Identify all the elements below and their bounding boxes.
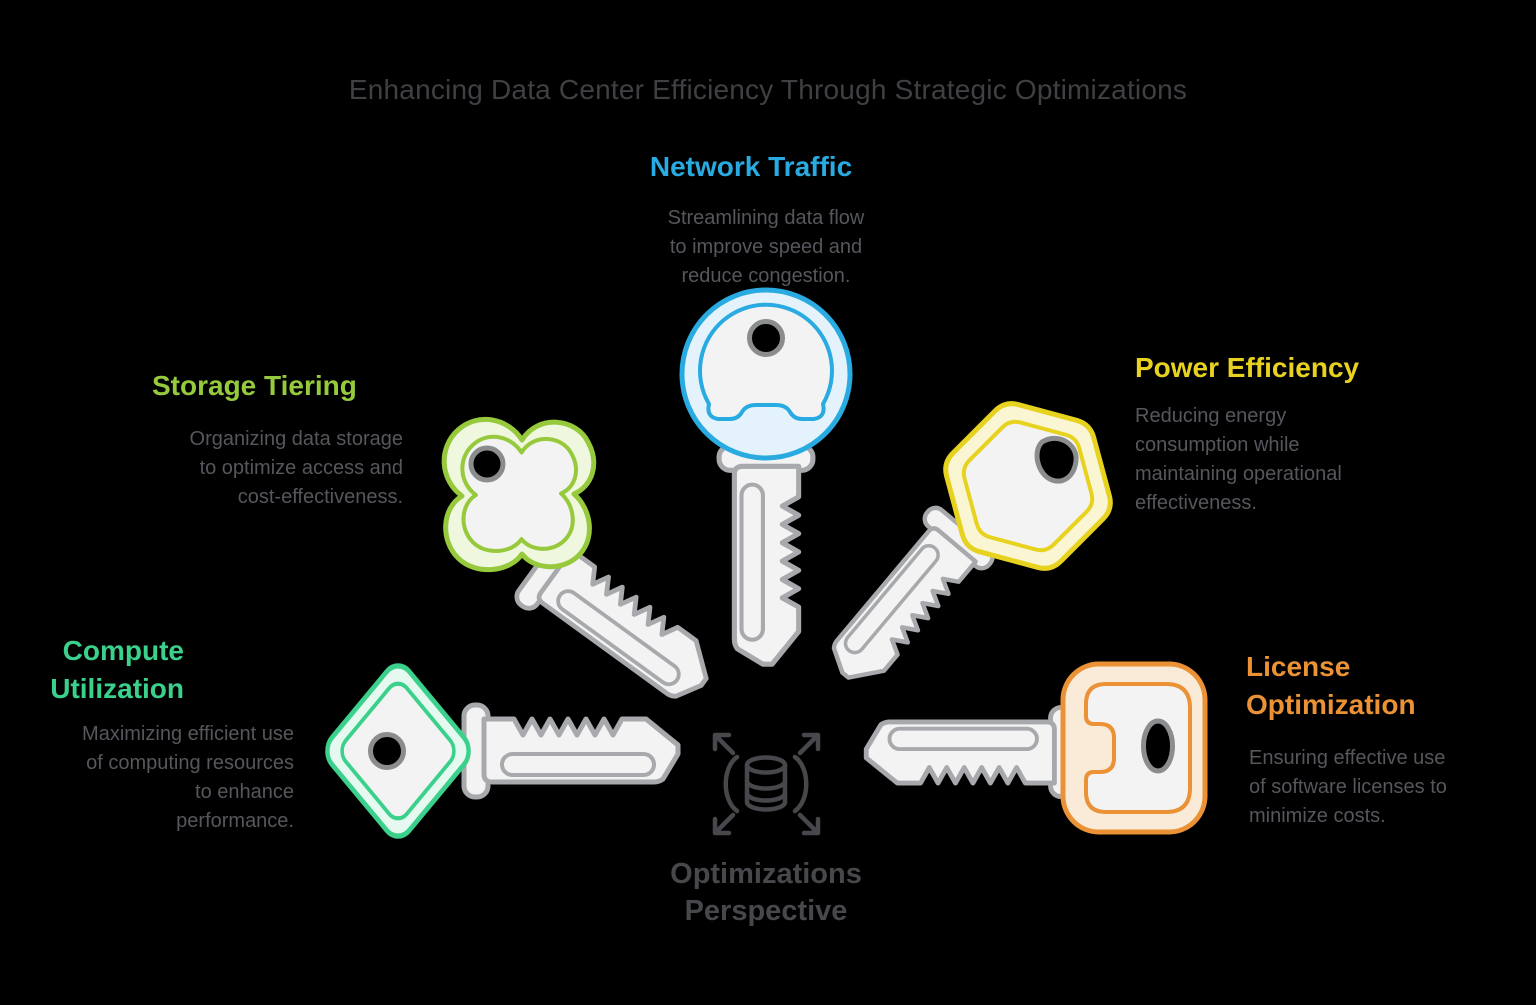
license-optimization-key-icon [866, 661, 1208, 835]
license-optimization-description: Ensuring effective use of software licen… [1249, 744, 1447, 831]
database-expand-icon [712, 732, 821, 836]
text-line: Reducing energy [1135, 405, 1287, 427]
text-line: to enhance [195, 781, 294, 803]
text-line: Utilization [50, 673, 184, 704]
text-line: Maximizing efficient use [82, 723, 294, 745]
text-line: of computing resources [86, 752, 294, 774]
license-optimization-heading: License Optimization [1246, 648, 1416, 724]
text-line: Organizing data storage [189, 428, 403, 450]
power-efficiency-key-icon [813, 404, 1110, 701]
text-line: consumption while [1135, 434, 1300, 456]
storage-tiering-description: Organizing data storage to optimize acce… [190, 425, 403, 512]
compute-utilization-key-icon [325, 663, 678, 839]
center-perspective-label: Optimizations Perspective [670, 856, 862, 930]
page-title: Enhancing Data Center Efficiency Through… [348, 74, 1188, 105]
storage-tiering-heading: Storage Tiering [152, 370, 357, 401]
text-line: cost-effectiveness. [237, 486, 403, 508]
text-line: reduce congestion. [681, 265, 851, 287]
text-line: Optimization [1246, 689, 1416, 720]
text-line: Ensuring effective use [1249, 747, 1446, 769]
text-line: to improve speed and [669, 236, 863, 258]
network-traffic-description: Streamlining data flow to improve speed … [668, 204, 865, 291]
text-line: Compute [62, 635, 184, 666]
network-traffic-key-icon [679, 287, 853, 664]
text-line: Perspective [684, 895, 848, 927]
text-line: Optimizations [670, 858, 862, 890]
power-efficiency-description: Reducing energy consumption while mainta… [1135, 402, 1342, 518]
network-traffic-heading: Network Traffic [649, 151, 853, 182]
compute-utilization-heading: Compute Utilization [50, 632, 184, 708]
text-line: of software licenses to [1249, 776, 1447, 798]
text-line: License [1246, 651, 1351, 682]
text-line: Streamlining data flow [667, 207, 865, 229]
text-line: maintaining operational [1135, 463, 1342, 485]
power-efficiency-heading: Power Efficiency [1135, 352, 1360, 383]
compute-utilization-description: Maximizing efficient use of computing re… [82, 720, 294, 836]
storage-tiering-key-icon [444, 419, 728, 718]
text-line: performance. [176, 810, 294, 832]
text-line: minimize costs. [1249, 805, 1386, 827]
text-line: effectiveness. [1135, 492, 1257, 514]
text-line: to optimize access and [199, 457, 403, 479]
